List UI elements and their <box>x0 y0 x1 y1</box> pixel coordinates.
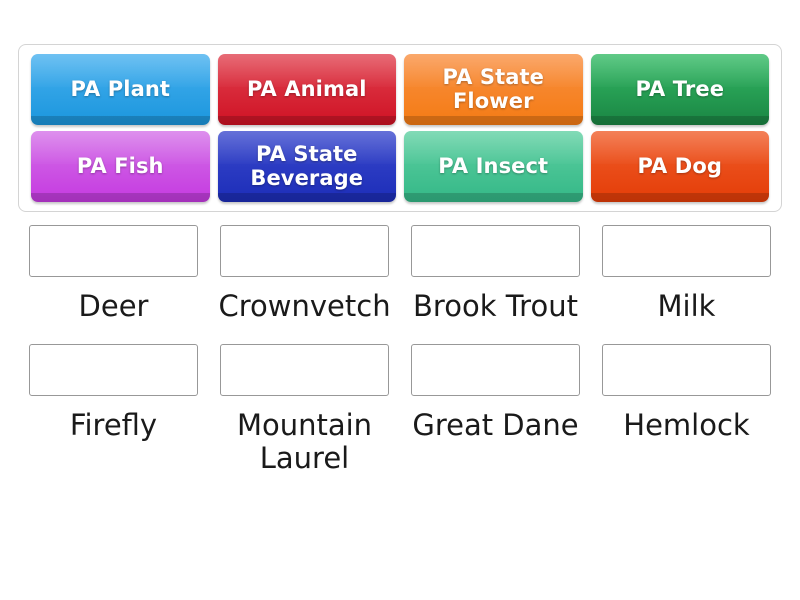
tile-label: PA State Beverage <box>250 141 364 190</box>
drop-zone-great-dane[interactable] <box>411 344 580 397</box>
answer-label-brook-trout: Brook Trout <box>413 289 578 323</box>
answer-cell-firefly: Firefly <box>22 344 205 474</box>
answer-label-mountain-laurel: Mountain Laurel <box>236 408 373 475</box>
draggable-tile-pa-animal[interactable]: PA Animal <box>217 54 396 125</box>
draggable-tile-pa-tree[interactable]: PA Tree <box>590 54 769 125</box>
answer-row-2: Firefly Mountain Laurel Great Dane Hemlo… <box>18 344 782 474</box>
tile-label: PA Insect <box>438 153 549 178</box>
answer-cell-brook-trout: Brook Trout <box>404 225 587 322</box>
answer-cell-crownvetch: Crownvetch <box>213 225 396 322</box>
tile-label: PA Dog <box>637 153 723 178</box>
tile-label: PA Animal <box>246 76 367 101</box>
answer-label-firefly: Firefly <box>69 408 158 443</box>
draggable-tile-pa-fish[interactable]: PA Fish <box>31 131 210 202</box>
answer-cell-mountain-laurel: Mountain Laurel <box>213 344 396 474</box>
answer-cell-deer: Deer <box>22 225 205 322</box>
answer-grid: Deer Crownvetch Brook Trout Milk Firefly <box>18 225 782 496</box>
answer-label-deer: Deer <box>78 289 149 323</box>
tile-label: PA Plant <box>70 76 171 101</box>
draggable-tile-pa-plant[interactable]: PA Plant <box>31 54 210 125</box>
answer-label-hemlock: Hemlock <box>623 408 750 443</box>
answer-cell-hemlock: Hemlock <box>595 344 778 474</box>
drop-zone-firefly[interactable] <box>29 344 198 397</box>
answer-cell-milk: Milk <box>595 225 778 322</box>
tile-label: PA Tree <box>635 76 725 101</box>
tile-tray: PA Plant PA Animal PA State Flower PA Tr… <box>18 44 782 212</box>
tile-label: PA State Flower <box>442 64 544 113</box>
drop-zone-brook-trout[interactable] <box>411 225 580 277</box>
tile-row-2: PA Fish PA State Beverage PA Insect PA D… <box>27 131 773 202</box>
answer-cell-great-dane: Great Dane <box>404 344 587 474</box>
draggable-tile-pa-state-beverage[interactable]: PA State Beverage <box>217 131 396 202</box>
drop-zone-mountain-laurel[interactable] <box>220 344 389 397</box>
draggable-tile-pa-state-flower[interactable]: PA State Flower <box>404 54 583 125</box>
draggable-tile-pa-dog[interactable]: PA Dog <box>590 131 769 202</box>
drop-zone-deer[interactable] <box>29 225 198 277</box>
answer-row-1: Deer Crownvetch Brook Trout Milk <box>18 225 782 322</box>
drop-zone-crownvetch[interactable] <box>220 225 389 277</box>
draggable-tile-pa-insect[interactable]: PA Insect <box>404 131 583 202</box>
drop-zone-milk[interactable] <box>602 225 771 277</box>
tile-label: PA Fish <box>76 153 164 178</box>
answer-label-milk: Milk <box>657 289 716 323</box>
answer-label-crownvetch: Crownvetch <box>218 289 391 323</box>
answer-label-great-dane: Great Dane <box>412 408 579 443</box>
drop-zone-hemlock[interactable] <box>602 344 771 397</box>
tile-row-1: PA Plant PA Animal PA State Flower PA Tr… <box>27 54 773 125</box>
